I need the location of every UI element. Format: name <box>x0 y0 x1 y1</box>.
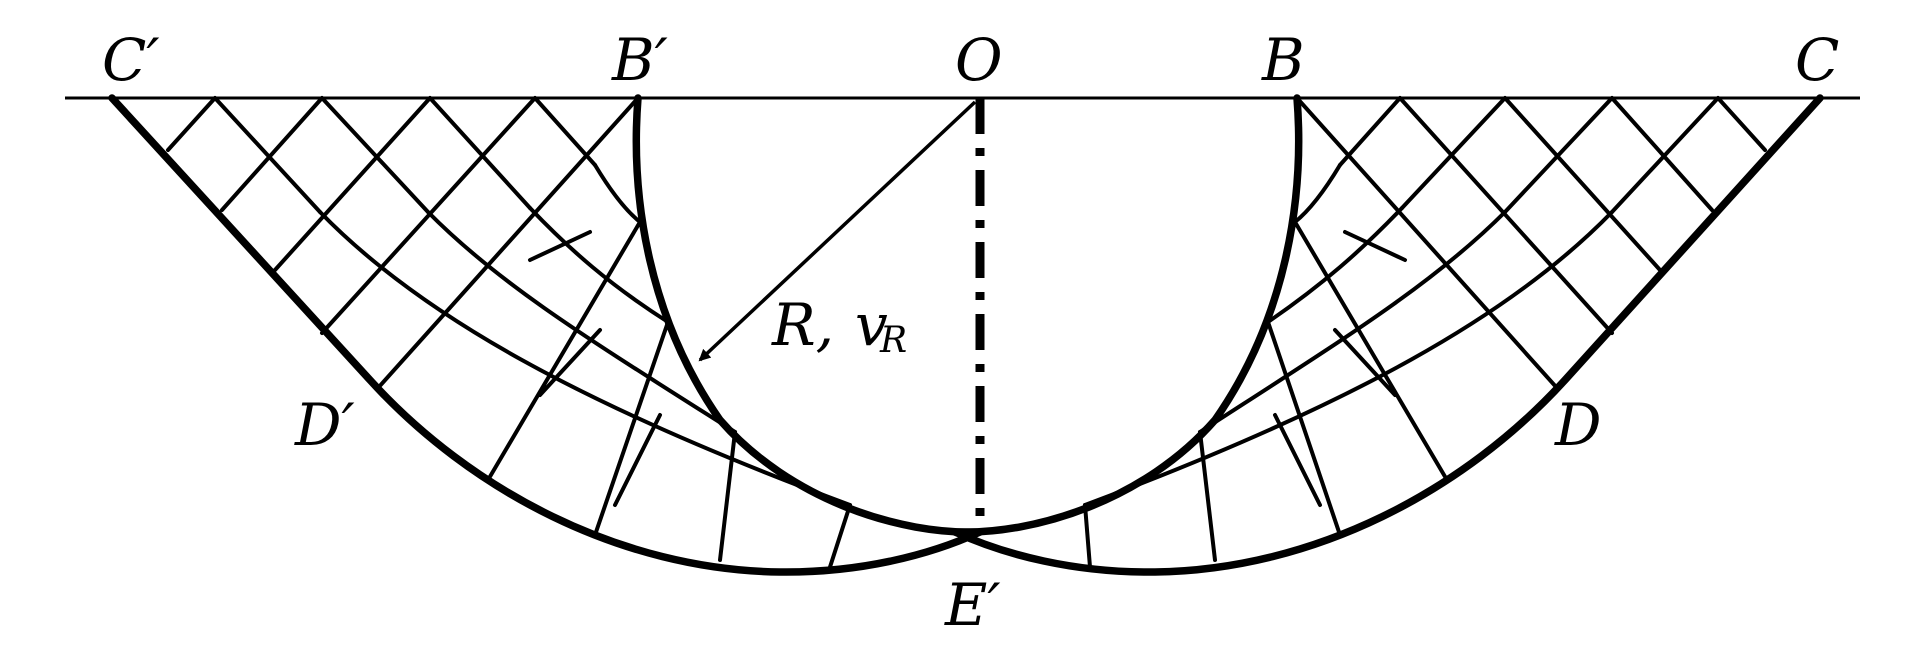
right-fan-arcs <box>1083 163 1614 507</box>
label-d-prime: D′ <box>294 391 355 459</box>
label-velocity: v <box>855 291 888 359</box>
left-grid-lines-b <box>166 96 640 390</box>
right-outer-boundary <box>951 94 1824 576</box>
right-punch-arc <box>951 94 1303 536</box>
label-radius: R, <box>771 291 834 359</box>
right-fan-radials <box>1083 220 1449 569</box>
left-slip-field <box>108 94 984 576</box>
left-fan-arcs <box>318 163 852 507</box>
label-e-prime: E′ <box>944 571 1001 639</box>
left-fan-radials <box>486 220 852 569</box>
left-punch-arc <box>632 94 984 536</box>
right-slip-field <box>951 94 1824 576</box>
label-b: B <box>1261 26 1305 94</box>
label-d: D <box>1554 391 1602 459</box>
left-outer-boundary <box>108 94 984 576</box>
label-o: O <box>955 26 1003 94</box>
label-c-prime: C′ <box>102 26 160 94</box>
left-grid-lines-a <box>213 96 597 214</box>
label-velocity-subscript: R <box>879 320 907 361</box>
radius-velocity-label: R, v R <box>771 291 907 361</box>
label-c: C <box>1795 26 1839 94</box>
right-grid-lines-b <box>1295 96 1767 390</box>
label-b-prime: B′ <box>611 26 668 94</box>
radius-arrow <box>698 100 977 362</box>
